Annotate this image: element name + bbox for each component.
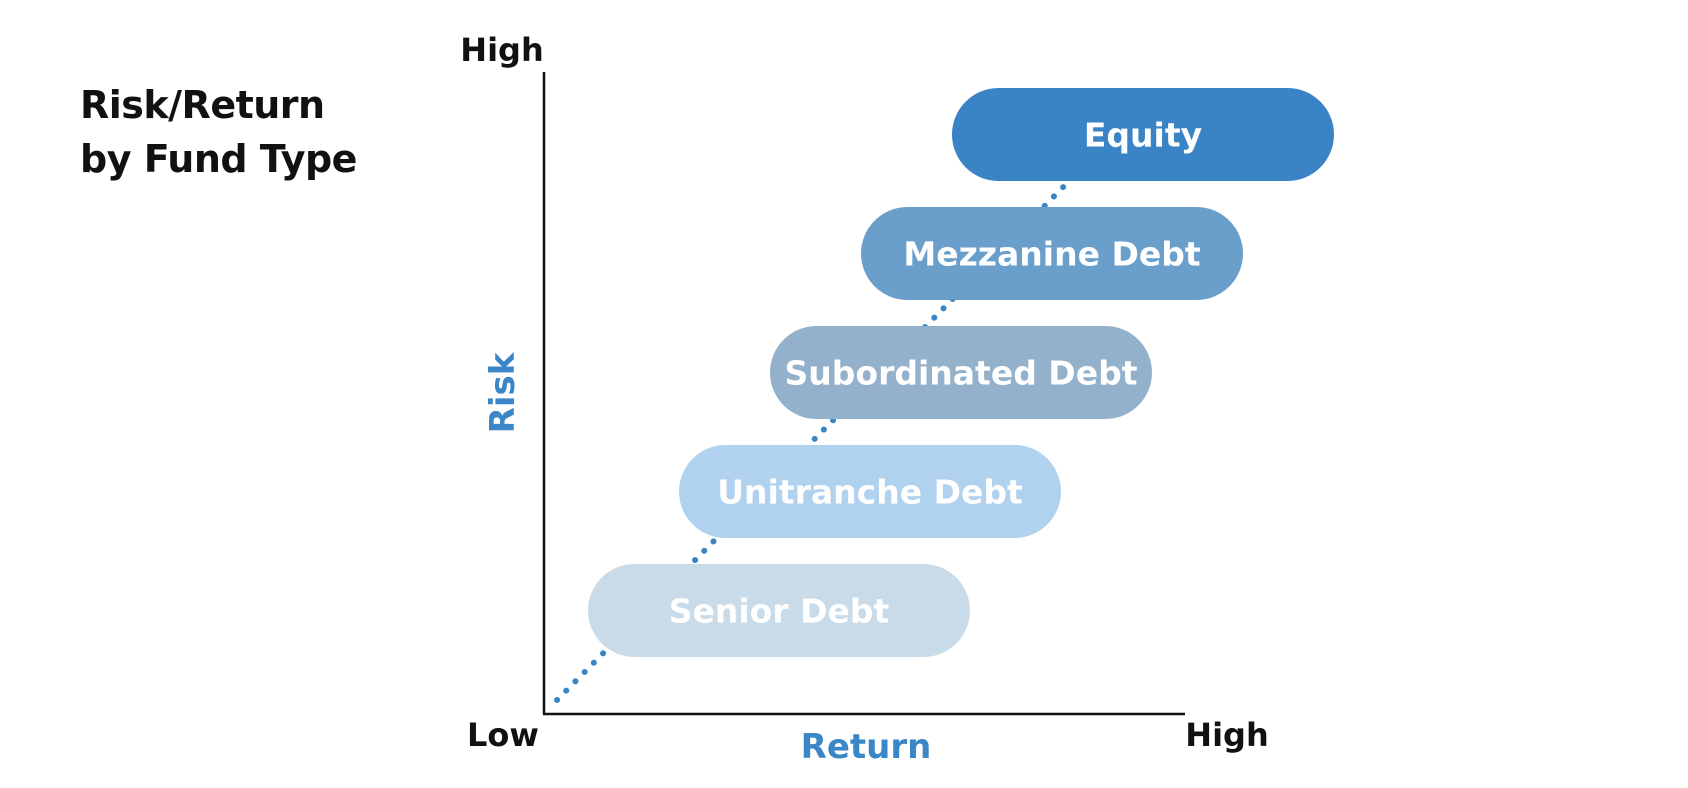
diagram-title: Risk/Return by Fund Type <box>80 78 410 186</box>
title-line-2: by Fund Type <box>80 137 357 181</box>
title-line-1: Risk/Return <box>80 83 325 127</box>
y-axis-title: Risk <box>483 351 523 433</box>
tier-pill <box>952 88 1334 181</box>
tier-label: Senior Debt <box>669 592 890 631</box>
tier-pill <box>861 207 1243 300</box>
tier-label: Equity <box>1084 116 1202 155</box>
tier-pill <box>588 564 970 657</box>
y-axis-high-label: High <box>460 31 543 69</box>
tier-pill <box>679 445 1061 538</box>
fund-type-tiers: Senior Debt Unitranche Debt Subordinated D… <box>588 88 1334 657</box>
origin-low-label: Low <box>467 716 539 754</box>
x-axis-high-label: High <box>1185 716 1268 754</box>
tier-senior-debt: Senior Debt <box>588 564 970 657</box>
tier-label: Mezzanine Debt <box>903 235 1200 274</box>
tier-pill <box>770 326 1152 419</box>
tier-label: Unitranche Debt <box>717 473 1023 512</box>
tier-label: Subordinated Debt <box>785 354 1138 393</box>
tier-equity: Equity <box>952 88 1334 181</box>
tier-subordinated-debt: Subordinated Debt <box>770 326 1152 419</box>
x-axis-title: Return <box>801 727 932 767</box>
tier-unitranche-debt: Unitranche Debt <box>679 445 1061 538</box>
tier-mezzanine-debt: Mezzanine Debt <box>861 207 1243 300</box>
